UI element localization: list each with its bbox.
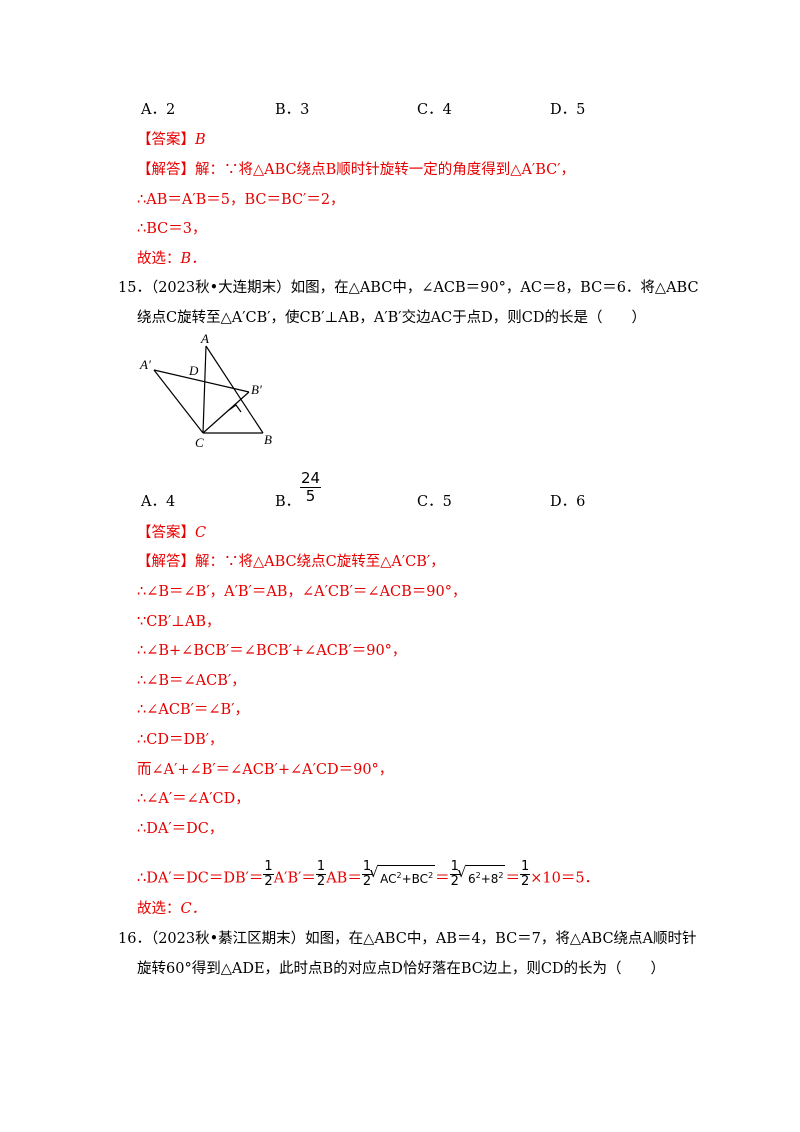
sqrt-term: 6	[467, 871, 476, 886]
solution-label: 【解答】	[137, 162, 195, 178]
prev-step-1: ∴AB＝A′B＝5，BC＝BC′＝2，	[137, 192, 345, 208]
frac-num: 1	[316, 859, 326, 874]
q15-option-a: A．4	[141, 494, 176, 510]
solution-label: 【解答】	[137, 554, 195, 570]
sqrt-term: +BC	[401, 871, 429, 886]
frac-num: 1	[450, 859, 459, 874]
q15-final-equation: ∴DA′＝DC＝DB′＝12A′B′＝12AB＝12AC2+BC2＝1262+8…	[137, 860, 600, 893]
eq-part1: ∴DA′＝DC＝DB′＝	[137, 870, 264, 887]
right-angle-mark	[228, 404, 242, 413]
q15-source: （2023秋•大连期末）	[150, 280, 291, 296]
exp: 2	[428, 870, 434, 880]
q15-conclusion: 故选：C．	[137, 899, 206, 919]
label-a: A	[200, 331, 209, 346]
solution-intro: 解：∵将△ABC绕点C旋转至△A′CB′，	[195, 554, 445, 570]
frac-num: 1	[264, 859, 273, 874]
fraction-numerator: 24	[300, 469, 322, 488]
prev-step-2: ∴BC＝3，	[137, 221, 207, 237]
q15-option-c: C．5	[417, 494, 452, 510]
prev-conclusion: 故选：B．	[137, 249, 206, 269]
frac-den: 2	[315, 874, 327, 889]
q15-step-2: ∵CB′⊥AB，	[137, 614, 221, 630]
q16-source: （2023秋•綦江区期末）	[150, 931, 306, 947]
q15-option-d: D．6	[550, 494, 586, 510]
q15-solution-intro: 【解答】解：∵将△ABC绕点C旋转至△A′CB′，	[137, 552, 445, 572]
answer-value: B	[195, 132, 206, 148]
label-b: B	[264, 432, 272, 447]
frac-num: 1	[520, 859, 530, 874]
q15-figure: A A′ D B′ C B	[139, 331, 272, 448]
segment-a-prime-c	[153, 369, 204, 434]
q15-number: 15．	[118, 280, 151, 296]
option-d: D．5	[550, 102, 586, 118]
eq-part4: ＝	[435, 870, 450, 887]
prev-solution-intro: 【解答】解：∵将△ABC绕点B顺时针旋转一定的角度得到△A′BC′，	[137, 160, 575, 180]
q15-step-5: ∴∠ACB′＝∠B′，	[137, 702, 249, 718]
q15-step-6: ∴CD＝DB′，	[137, 732, 224, 748]
eq-part2: A′B′＝	[273, 870, 316, 887]
answer-value: C	[195, 525, 207, 541]
q15-step-9: ∴DA′＝DC，	[137, 821, 224, 837]
conclusion-prefix: 故选：	[137, 901, 181, 917]
label-d: D	[188, 363, 199, 378]
q16-stem1: 如图，在△ABC中，AB＝4，BC＝7，将△ABC绕点A顺时针	[305, 931, 697, 947]
frac-den: 2	[449, 874, 460, 889]
segment-ac	[202, 345, 207, 434]
q15-stem-line1: 15．（2023秋•大连期末）如图，在△ABC中，∠ACB＝90°，AC＝8，B…	[118, 278, 699, 298]
sqrt-6-8: 62+82	[457, 862, 506, 889]
frac-num: 1	[362, 859, 372, 874]
q15-step-4: ∴∠B＝∠ACB′，	[137, 673, 246, 689]
q15-stem-line2: 绕点C旋转至△A′CB′，使CB′⊥AB，A′B′交边AC于点D，则CD的长是（…	[137, 310, 646, 326]
prev-answer: 【答案】B	[137, 130, 206, 150]
option-b: B．3	[275, 102, 310, 118]
label-b-prime: B′	[251, 382, 262, 397]
q15-step-3: ∴∠B+∠BCB′＝∠BCB′+∠ACB′＝90°，	[137, 643, 407, 659]
q16-number: 16．	[118, 931, 151, 947]
segment-ab	[205, 345, 264, 434]
segment-a-prime-b-prime	[153, 369, 250, 393]
conclusion-value: C．	[180, 901, 207, 917]
frac-den: 2	[519, 874, 531, 889]
q15-step-1: ∴∠B＝∠B′，A′B′＝AB，∠A′CB′＝∠ACB＝90°，	[137, 584, 467, 600]
label-c: C	[195, 435, 204, 448]
frac-den: 2	[361, 874, 373, 889]
segment-cb-prime	[202, 391, 250, 434]
exp: 2	[396, 870, 402, 880]
q15-option-b-fraction: 24 5	[300, 469, 322, 505]
q15-option-b: B．	[275, 494, 301, 510]
eq-part5: ＝	[505, 870, 520, 887]
q15-step-8: ∴∠A′＝∠A′CD，	[137, 791, 250, 807]
label-a-prime: A′	[139, 357, 151, 372]
q15-stem1: 如图，在△ABC中，∠ACB＝90°，AC＝8，BC＝6．将△ABC	[290, 280, 699, 296]
sqrt-term: AC	[380, 871, 397, 886]
exp: 2	[498, 870, 504, 880]
exp: 2	[475, 870, 481, 880]
sqrt-ac-bc: AC2+BC2	[369, 862, 436, 889]
q15-answer: 【答案】C	[137, 523, 206, 543]
q16-stem-line1: 16．（2023秋•綦江区期末）如图，在△ABC中，AB＝4，BC＝7，将△AB…	[118, 929, 697, 949]
answer-label: 【答案】	[137, 525, 195, 541]
option-c: C．4	[417, 102, 452, 118]
option-a: A．2	[141, 102, 176, 118]
solution-intro: 解：∵将△ABC绕点B顺时针旋转一定的角度得到△A′BC′，	[195, 162, 576, 178]
conclusion-value: B．	[180, 251, 206, 267]
conclusion-prefix: 故选：	[137, 251, 181, 267]
sqrt-term: +8	[480, 871, 499, 886]
frac-den: 2	[263, 874, 274, 889]
eq-part3: AB＝	[326, 870, 362, 887]
q15-step-7: 而∠A′+∠B′＝∠ACB′+∠A′CD＝90°，	[137, 762, 394, 778]
q16-stem-line2: 旋转60°得到△ADE，此时点B的对应点D恰好落在BC边上，则CD的长为（ ）	[137, 961, 666, 977]
eq-part6: ×10＝5．	[530, 870, 600, 887]
fraction-denominator: 5	[305, 487, 316, 505]
answer-label: 【答案】	[137, 132, 195, 148]
